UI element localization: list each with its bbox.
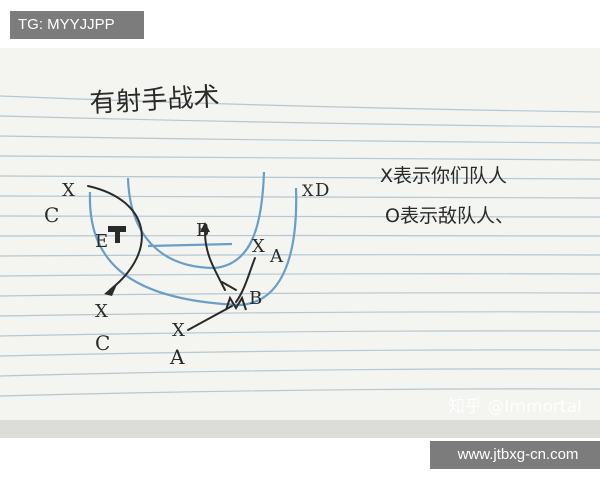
player-c-bottom-left: C (95, 331, 110, 355)
player-b-right: B (249, 288, 262, 309)
site-url-tag: www.jtbxg-cn.com (430, 441, 600, 469)
zhihu-watermark: 知乎 @Immortal (448, 397, 582, 417)
outer-court-arc (88, 187, 298, 307)
tg-tag: TG: MYYJJPP (10, 11, 144, 39)
block-mark (221, 281, 237, 291)
player-b-center: B (196, 220, 209, 241)
inner-court-line (147, 242, 233, 248)
arrow-a-pass (187, 305, 233, 331)
arrowhead-up (200, 222, 210, 232)
player-x-left-mid: X (95, 301, 108, 322)
player-m-mark (225, 295, 247, 311)
legend-o-text: O表示敌队人、 (385, 205, 514, 227)
player-x-right: X (252, 236, 265, 257)
arrowhead-left (104, 282, 118, 296)
tactic-strokes (87, 185, 256, 331)
arrow-b-run (204, 231, 226, 291)
hammer-icon (108, 226, 126, 243)
player-x-d: X (302, 181, 314, 200)
title-text: 有射手战术 (89, 82, 220, 119)
player-x-top-left: X (62, 180, 75, 201)
arrowheads (104, 222, 210, 296)
player-a-bottom: A (169, 345, 185, 369)
player-e-label: E (95, 231, 108, 252)
arrow-to-b (235, 257, 256, 303)
legend-x-text: X表示你们队人 (380, 165, 507, 187)
player-c-top-left: C (44, 203, 59, 227)
player-d-label: D (315, 180, 329, 201)
arrow-c-curve (87, 185, 143, 291)
player-x-bottom: X (172, 320, 185, 341)
ruled-lines (0, 95, 600, 397)
paper-shadow (0, 420, 600, 438)
player-a-right: A (269, 246, 284, 267)
